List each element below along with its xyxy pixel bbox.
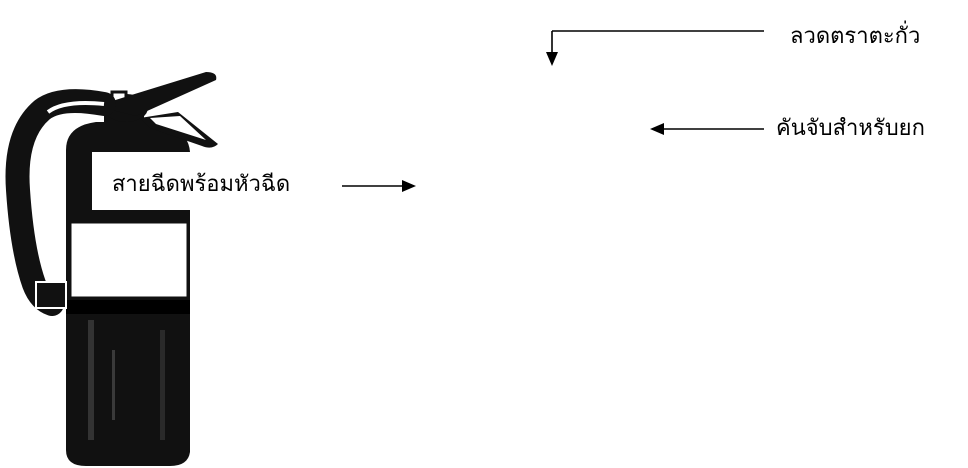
carry-handle-arrowhead bbox=[650, 123, 664, 135]
seal-wire-label: ลวดตราตะกั่ว bbox=[790, 24, 921, 49]
seal-wire-arrowhead bbox=[546, 52, 558, 66]
extinguisher-label-band bbox=[68, 220, 190, 300]
hose-nozzle-label: สายฉีดพร้อมหัวฉีด bbox=[112, 172, 291, 197]
hose-nozzle-arrowhead bbox=[402, 180, 416, 192]
leader-lines bbox=[342, 30, 764, 192]
extinguisher-lower-band bbox=[66, 300, 190, 314]
carry-handle-lever bbox=[96, 72, 217, 116]
carry-handle-label: คันจับสำหรับยก bbox=[776, 116, 925, 141]
hose-nozzle bbox=[35, 281, 67, 309]
hose-label-backing bbox=[92, 152, 330, 210]
